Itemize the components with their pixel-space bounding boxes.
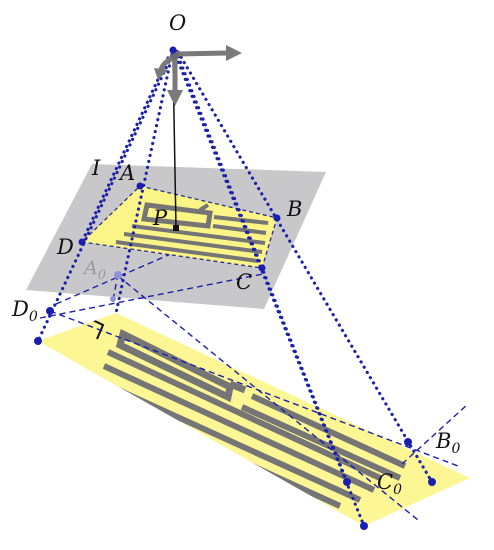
- ray-O-C0: [176, 50, 434, 484]
- ray-O-A: [114, 52, 174, 315]
- point-A: [136, 182, 144, 190]
- label-C0: C0: [377, 470, 402, 498]
- lower-frame-tab: [228, 380, 247, 394]
- lower-line-4: [102, 363, 376, 493]
- point-B0: [404, 438, 412, 446]
- axis-x-arrowhead: [226, 45, 242, 61]
- point-D0: [46, 307, 54, 315]
- lower-line-1: [250, 393, 407, 469]
- lower-line-3: [106, 349, 382, 481]
- lower-line-2: [240, 404, 402, 481]
- upper-line-2: [212, 224, 267, 235]
- point-lower-bottom: [360, 522, 368, 530]
- principal-point: [173, 225, 179, 231]
- camera-axes: [154, 45, 242, 106]
- label-B0: B0: [435, 429, 460, 457]
- point-A0-foot: [110, 296, 116, 302]
- ray-O-D0: [36, 49, 176, 343]
- point-C0: [343, 478, 351, 486]
- document-upper-print: [115, 202, 269, 263]
- label-C: C: [236, 270, 252, 294]
- upper-line-3: [131, 224, 266, 245]
- point-O: [169, 46, 177, 54]
- label-O: O: [169, 11, 186, 35]
- dashed-D-A0: [55, 242, 197, 305]
- point-B: [273, 214, 281, 222]
- label-A0: A0: [82, 257, 106, 283]
- dashed-A0-C0: [117, 275, 419, 521]
- label-D: D: [56, 235, 74, 259]
- point-C: [258, 264, 266, 272]
- camera-center: [171, 52, 179, 60]
- points: [34, 46, 436, 530]
- axis-x-arrow: [175, 50, 229, 57]
- label-I: I: [91, 156, 101, 180]
- label-D0: D0: [11, 297, 38, 325]
- label-B: B: [286, 197, 302, 221]
- point-lower-right: [428, 478, 436, 486]
- label-P: P: [152, 206, 168, 230]
- point-D: [78, 238, 86, 246]
- lower-frame: [115, 328, 234, 403]
- dashed-D0-C: [39, 273, 264, 319]
- upper-tab: [198, 203, 210, 212]
- dashed-B0-far: [401, 403, 469, 465]
- upper-line-5: [115, 240, 259, 263]
- axis-y-arrowhead: [154, 68, 168, 80]
- ray-O-D: [80, 56, 170, 244]
- lower-leader: [61, 313, 105, 340]
- point-lower-left: [34, 337, 42, 345]
- dashed-lines: [39, 242, 469, 521]
- upper-line-4: [123, 232, 263, 254]
- axis-z-arrowhead: [167, 90, 183, 106]
- upper-frame: [140, 202, 213, 229]
- dashed-D0-B0: [49, 310, 459, 467]
- point-A0: [114, 271, 122, 279]
- label-A: A: [118, 161, 135, 185]
